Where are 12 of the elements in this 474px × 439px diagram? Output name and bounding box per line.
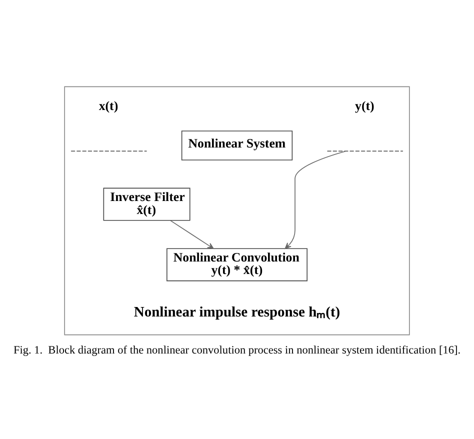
node-box: Nonlinear System	[181, 130, 293, 160]
label: Nonlinear impulse response hₘ(t)	[134, 304, 340, 320]
node-wave	[326, 150, 404, 152]
caption: Fig. 1. Block diagram of the nonlinear convolution process in nonlinear system identification [16].	[13, 344, 461, 356]
node-wave	[70, 150, 148, 152]
node-label: y(t)	[355, 98, 374, 112]
arrow	[284, 150, 346, 248]
node-box: Nonlinear Convolution y(t) * x̂(t)	[166, 248, 308, 281]
node-label: x(t)	[98, 98, 118, 112]
cluster	[64, 86, 410, 335]
arrow	[170, 220, 214, 248]
node-box: Inverse Filter x̂(t)	[103, 187, 190, 220]
